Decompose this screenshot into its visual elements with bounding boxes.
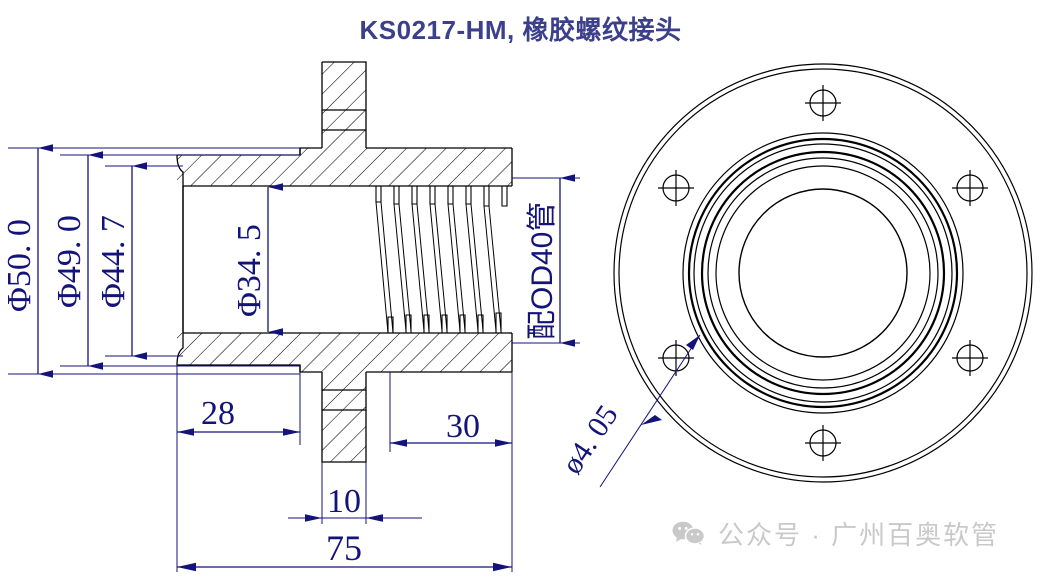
bottom-boss-outline <box>321 372 367 463</box>
arrow-28-left <box>177 428 194 436</box>
leader-line-hole <box>599 334 701 488</box>
bore-circle <box>738 188 908 358</box>
hub-ring-6 <box>715 165 931 381</box>
flange-outer-circle <box>613 63 1033 483</box>
thread-helix-lines <box>375 201 502 334</box>
hub-ring-5 <box>707 157 939 389</box>
page-title: KS0217-HM, 橡胶螺纹接头 <box>359 15 682 45</box>
dim-label-hole-diameter: ø4. 05 <box>555 399 624 480</box>
hub-ring-2 <box>687 137 959 409</box>
front-view <box>613 63 1033 483</box>
left-top-chamfer <box>176 154 184 186</box>
flange-outer-circle-2 <box>618 68 1028 478</box>
arrow-28-right <box>283 428 300 436</box>
dim-label-phi345: Φ34. 5 <box>231 224 268 317</box>
dim-label-phi447: Φ44. 7 <box>95 215 132 308</box>
watermark: 公众号 · 广州百奥软管 <box>672 515 999 552</box>
leader-arrow-hole-a <box>686 335 700 350</box>
top-boss-outline <box>322 61 367 148</box>
hub-ring-3 <box>693 143 953 403</box>
watermark-text: 公众号 · 广州百奥软管 <box>718 520 1000 550</box>
dim-label-28: 28 <box>201 395 235 432</box>
arrow-30-left <box>390 439 407 447</box>
arrow-10-left <box>305 514 322 522</box>
hub-ring-4 <box>700 150 946 396</box>
arrow-75-right <box>493 562 512 572</box>
left-bottom-chamfer <box>176 333 184 366</box>
dim-label-30: 30 <box>446 408 480 445</box>
lower-wall-hatch <box>177 333 512 462</box>
dim-label-phi49: Φ49. 0 <box>51 215 88 308</box>
arrow-10-right <box>366 514 383 522</box>
bolt-hole-group <box>658 85 988 461</box>
leader-arrow-hole-b <box>641 415 662 425</box>
arrow-75-left <box>177 562 196 572</box>
dim-label-75: 75 <box>326 528 362 568</box>
wechat-icon <box>672 521 706 547</box>
hub-ring-1 <box>682 132 964 414</box>
dim-label-tube-note: 配OD40管 <box>526 202 559 340</box>
dim-label-phi50: Φ50. 0 <box>1 219 38 312</box>
arrow-30-right <box>495 439 512 447</box>
dim-label-10: 10 <box>327 483 361 520</box>
